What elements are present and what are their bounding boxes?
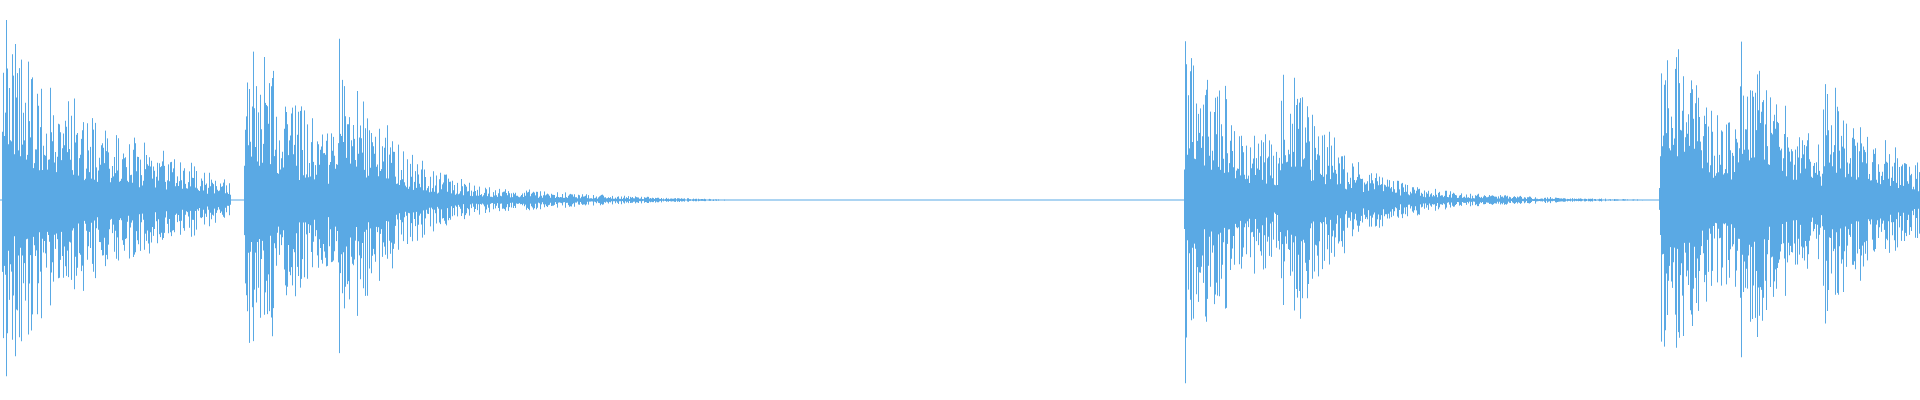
waveform-samples	[0, 20, 1920, 384]
waveform-trace	[0, 20, 1920, 384]
